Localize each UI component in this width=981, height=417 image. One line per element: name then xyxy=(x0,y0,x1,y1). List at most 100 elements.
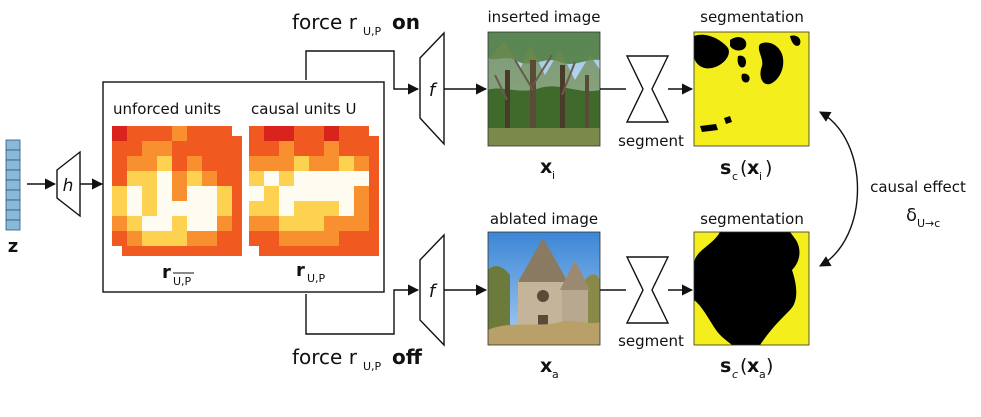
segment-network-top xyxy=(625,55,670,123)
heatmap-cell xyxy=(279,231,294,246)
heatmap-cell xyxy=(249,171,264,186)
segment-label-top: segment xyxy=(618,132,684,150)
s-ablated-x: x xyxy=(747,355,759,377)
heatmap-cell xyxy=(294,216,309,231)
latent-cell xyxy=(5,149,21,161)
heatmap-cell xyxy=(354,216,369,231)
heatmap-cell xyxy=(172,126,187,141)
s-ablated-paren-open: ( xyxy=(740,355,747,377)
heatmap-cell xyxy=(309,186,324,201)
inserted-image xyxy=(487,31,601,147)
heatmap-cell xyxy=(264,201,279,216)
heatmap-cell xyxy=(279,156,294,171)
heatmap-cell xyxy=(127,171,142,186)
heatmap-cell xyxy=(127,126,142,141)
heatmap-cell xyxy=(127,201,142,216)
heatmap-cell xyxy=(127,141,142,156)
heatmap-cell xyxy=(294,171,309,186)
segmentation-map-inserted xyxy=(693,31,810,147)
heatmap-cell xyxy=(112,126,127,141)
force-off-subscript: U,P xyxy=(363,360,382,373)
heatmap-cell xyxy=(354,186,369,201)
heatmap-cell xyxy=(324,186,339,201)
heatmap-cell xyxy=(157,141,172,156)
h-label: h xyxy=(63,176,74,196)
heatmap-cell xyxy=(172,141,187,156)
s-inserted-text: s xyxy=(720,157,731,179)
heatmap-cell xyxy=(309,201,324,216)
heatmap-cell xyxy=(339,231,354,246)
heatmap-cell xyxy=(339,171,354,186)
heatmap-cell xyxy=(264,216,279,231)
latent-cell xyxy=(5,139,21,151)
heatmap-cell xyxy=(354,156,369,171)
heatmap-cell xyxy=(112,186,127,201)
segment-label-bottom: segment xyxy=(618,332,684,350)
heatmap-cell xyxy=(324,231,339,246)
ablated-image-title: ablated image xyxy=(490,210,598,228)
heatmap-cell xyxy=(264,141,279,156)
heatmap-cell xyxy=(264,231,279,246)
heatmap-cell xyxy=(339,186,354,201)
heatmap-cell xyxy=(217,126,232,141)
heatmap-cell xyxy=(217,156,232,171)
s-inserted-paren-open: ( xyxy=(740,157,747,179)
z-label: z xyxy=(8,236,18,257)
heatmap-cell xyxy=(249,231,264,246)
heatmap-cell xyxy=(157,216,172,231)
heatmap-cell xyxy=(339,156,354,171)
heatmap-cell xyxy=(249,201,264,216)
force-on-keyword: on xyxy=(392,10,420,34)
heatmap-cell xyxy=(354,126,369,141)
heatmap-cell xyxy=(217,141,232,156)
heatmap-cell xyxy=(294,126,309,141)
s-ablated-symbol: s xyxy=(720,355,731,377)
latent-vector-z xyxy=(5,139,21,231)
s-inserted-subscript: c xyxy=(732,170,738,183)
segmentation-map-ablated xyxy=(693,231,810,346)
heatmap-cell xyxy=(249,141,264,156)
heatmap-cell xyxy=(324,171,339,186)
heatmap-cell xyxy=(172,171,187,186)
heatmap-cell xyxy=(187,216,202,231)
heatmap-cell xyxy=(202,231,217,246)
heatmap-cell xyxy=(142,141,157,156)
heatmap-cell xyxy=(172,156,187,171)
heatmap-cell xyxy=(202,156,217,171)
heatmap-cell xyxy=(142,126,157,141)
heatmap-cell xyxy=(264,171,279,186)
heatmap-causal-units xyxy=(249,126,379,256)
unforced-units-label: unforced units xyxy=(113,100,221,118)
heatmap-cell xyxy=(187,171,202,186)
s-ablated-text: s xyxy=(720,355,731,377)
r-unforced-subscript: U,P xyxy=(173,275,192,288)
s-ablated-x-subscript: a xyxy=(759,368,766,381)
heatmap-cell xyxy=(112,216,127,231)
x-inserted-symbol: x xyxy=(540,156,552,178)
x-inserted-subscript: i xyxy=(552,169,555,182)
heatmap-cell xyxy=(157,231,172,246)
force-on-subscript: U,P xyxy=(363,25,382,38)
heatmap-cell xyxy=(187,141,202,156)
heatmap-cell xyxy=(309,171,324,186)
latent-cell xyxy=(5,159,21,171)
heatmap-cell xyxy=(142,171,157,186)
heatmap-cell xyxy=(217,186,232,201)
heatmap-cell xyxy=(157,201,172,216)
heatmap-cell xyxy=(202,126,217,141)
heatmap-cell xyxy=(309,141,324,156)
s-inserted-paren-close: ) xyxy=(765,157,772,179)
heatmap-cell xyxy=(279,126,294,141)
s-inserted-x-subscript: i xyxy=(759,170,762,183)
heatmap-cell xyxy=(202,141,217,156)
heatmap-cell xyxy=(157,171,172,186)
generator-f-top xyxy=(419,31,445,146)
heatmap-cell xyxy=(279,141,294,156)
connector-box-to-bottom-f xyxy=(305,284,420,335)
delta-symbol: δ xyxy=(906,205,917,226)
heatmap-cell xyxy=(339,201,354,216)
heatmap-cell xyxy=(112,231,127,246)
heatmap-cell xyxy=(217,231,232,246)
